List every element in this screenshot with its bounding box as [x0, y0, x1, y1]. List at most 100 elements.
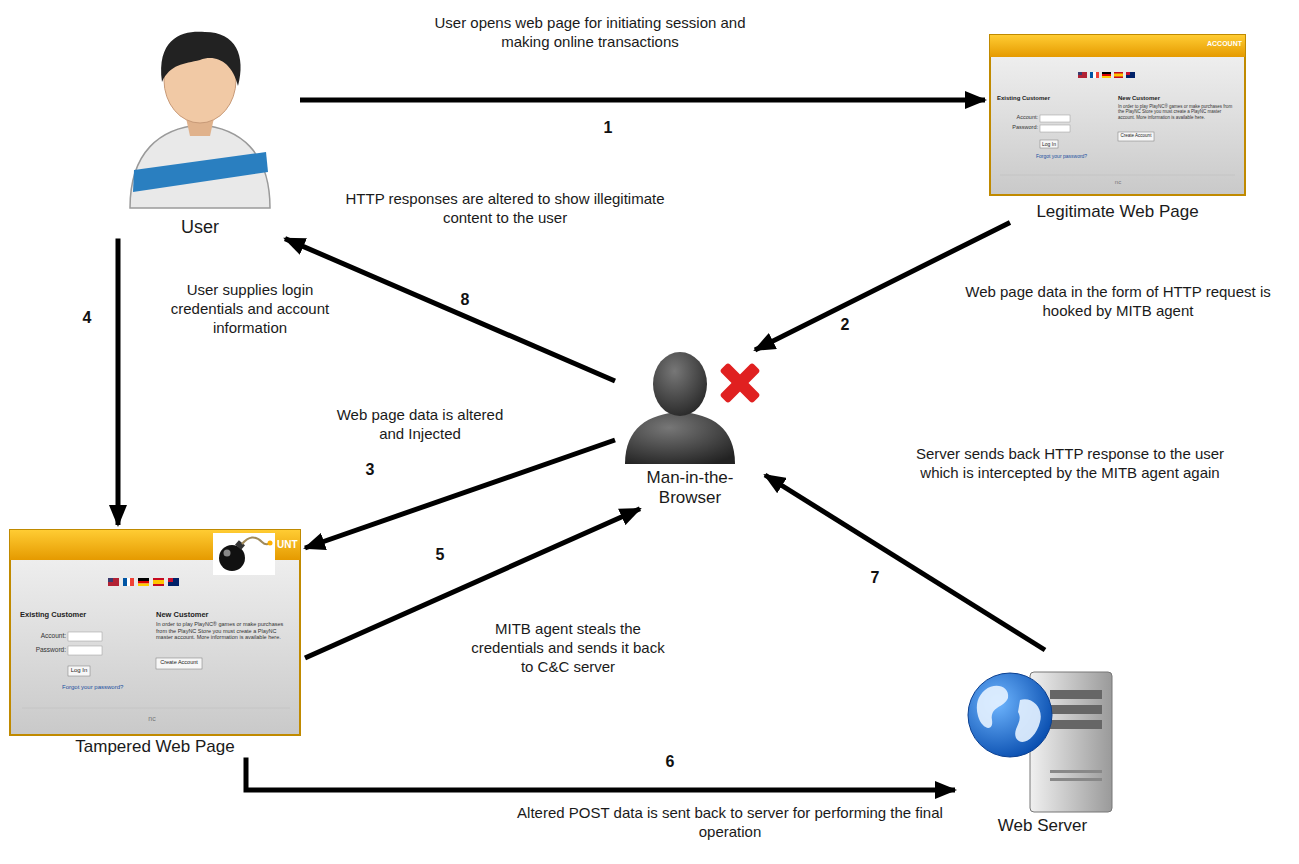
tampered-page-screenshot-part [138, 578, 149, 581]
user-icon-part [161, 32, 240, 86]
bomb-icon [213, 533, 275, 575]
node-label: User [100, 217, 300, 239]
tampered-page-screenshot-part [138, 584, 149, 587]
button-text: Log In [68, 667, 90, 674]
flow-arrow [305, 440, 615, 548]
tampered-page-screenshot-part [127, 578, 130, 586]
form-heading: Existing Customer [20, 610, 130, 619]
edge-label: MITB agent steals the credentials and se… [466, 620, 671, 676]
bomb-icon-part [224, 550, 231, 557]
footer-logo: nc [1106, 179, 1130, 186]
server-icon-part [1015, 699, 1041, 742]
figure-node: User [100, 25, 300, 239]
node-label: Web Server [955, 816, 1130, 836]
figure-node: Tampered Web Page [5, 525, 305, 757]
tampered-page-screenshot-part [156, 658, 202, 669]
paragraph-text: In order to play PlayNC® games or make p… [156, 621, 294, 641]
tampered-page-screenshot-part [108, 578, 119, 586]
field-label: Password: [22, 646, 66, 654]
legitimate-page-screenshot-part [1093, 72, 1096, 78]
legitimate-page-screenshot-part [1078, 72, 1082, 75]
server-icon-part [1050, 705, 1102, 714]
attacker-icon-part [653, 352, 707, 416]
button-text: Create Account [1118, 133, 1154, 138]
edge-label: User opens web page for initiating sessi… [420, 14, 760, 52]
figure-node: Man-in-the-Browser [615, 350, 765, 509]
flow-arrow [765, 475, 1045, 650]
node-label: Man-in-the-Browser [635, 468, 745, 509]
attacker-icon-part [625, 412, 735, 464]
paragraph-text: In order to play PlayNC® games or make p… [1118, 104, 1236, 120]
legitimate-page-screenshot-part [1102, 74, 1111, 76]
bomb-icon-part [242, 537, 270, 544]
flow-arrow [285, 239, 615, 381]
tampered-page-screenshot-part [153, 580, 164, 584]
legitimate-page-screenshot-part [1102, 76, 1111, 78]
server-icon-part [977, 686, 1008, 728]
tampered-page-screenshot [10, 530, 300, 735]
server-icon [968, 672, 1112, 812]
legitimate-page-screenshot-part [1126, 72, 1135, 78]
attacker-icon [625, 352, 761, 464]
callout-number: 4 [77, 308, 97, 327]
tampered-page-screenshot-part [123, 578, 127, 586]
tampered-page-screenshot-part [22, 708, 290, 709]
button-text: Log In [1040, 141, 1058, 147]
link-text: Forgot your password? [1036, 153, 1108, 159]
server-icon-part [1050, 690, 1102, 699]
legitimate-page-screenshot-part [990, 35, 1245, 195]
field-label: Password: [1000, 124, 1038, 131]
callout-number: 2 [835, 315, 855, 334]
node-label: Tampered Web Page [5, 737, 305, 757]
callout-number: 3 [360, 460, 380, 479]
tampered-page-screenshot-part [168, 578, 179, 586]
legitimate-page-screenshot-part [1126, 72, 1130, 75]
callout-number: 5 [430, 545, 450, 564]
legitimate-page-screenshot-part [1000, 175, 1235, 176]
legitimate-page-screenshot-part [990, 35, 1245, 57]
red-cross [719, 362, 760, 403]
user-icon [130, 32, 270, 208]
legitimate-page-screenshot-part [1096, 72, 1099, 78]
legitimate-page-screenshot [990, 35, 1245, 195]
callout-number: 6 [660, 752, 680, 771]
callout-number: 8 [455, 290, 475, 309]
tampered-page-screenshot-part [68, 666, 90, 676]
server-icon-part [968, 673, 1052, 757]
footer-logo: nc [138, 715, 166, 723]
field-label: Account: [22, 632, 66, 640]
flow-arrow [116, 239, 121, 525]
legitimate-page-screenshot-part [1114, 74, 1123, 77]
edge-label: HTTP responses are altered to show illeg… [340, 190, 670, 228]
legitimate-page-screenshot-part [1040, 125, 1070, 132]
legitimate-page-screenshot-part [1118, 132, 1154, 141]
node-label: Legitimate Web Page [985, 202, 1250, 222]
red-cross-part [719, 362, 760, 403]
bomb-icon-part [213, 533, 275, 575]
legitimate-page-screenshot-part [1102, 72, 1111, 74]
user-icon-part [130, 125, 270, 208]
header-text: ACCOUNT [1188, 40, 1242, 48]
tampered-page-screenshot-part [68, 632, 102, 641]
figure-node: Web Server [955, 650, 1130, 836]
tampered-page-screenshot-part [68, 646, 102, 655]
server-icon-part [1050, 778, 1102, 781]
server-icon-part [1050, 720, 1102, 729]
bomb-icon-part [268, 541, 273, 546]
edge-label: Web page data in the form of HTTP reques… [958, 283, 1278, 321]
tampered-page-screenshot-part [168, 578, 173, 582]
tampered-page-screenshot-part [138, 581, 149, 584]
legitimate-page-screenshot-part [1040, 115, 1070, 122]
edge-label: Server sends back HTTP response to the u… [905, 445, 1235, 483]
tampered-page-screenshot-part [10, 530, 300, 735]
tampered-page-screenshot-part [153, 578, 164, 586]
edge-label: Web page data is altered and Injected [333, 406, 508, 444]
flow-arrow [246, 757, 955, 790]
link-text: Forgot your password? [62, 684, 157, 691]
callout-number: 7 [865, 568, 885, 587]
form-heading: New Customer [156, 610, 266, 619]
field-label: Account: [1000, 114, 1038, 121]
edge-label: Altered POST data is sent back to server… [510, 804, 950, 842]
